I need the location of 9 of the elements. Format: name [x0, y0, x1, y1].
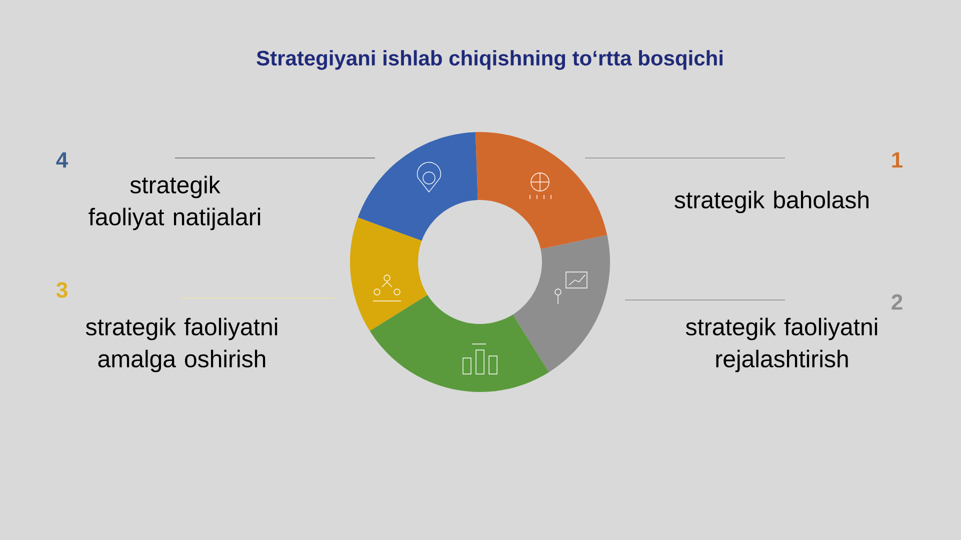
step-label: strategik baholash [674, 190, 868, 214]
step-number: 3 [56, 282, 68, 298]
step-number: 1 [892, 152, 902, 168]
step-label: strategik faoliyatni rejalashtirish [686, 318, 878, 372]
title: Strategiyani ishlab chiqishning to‘rtta bosqichi [256, 50, 722, 70]
step-number: 4 [56, 152, 68, 168]
step-number: 2 [892, 294, 902, 310]
step-label: strategik faoliyat natijalari [88, 176, 260, 230]
step-label: strategik faoliyatni amalga oshirish [86, 318, 278, 372]
